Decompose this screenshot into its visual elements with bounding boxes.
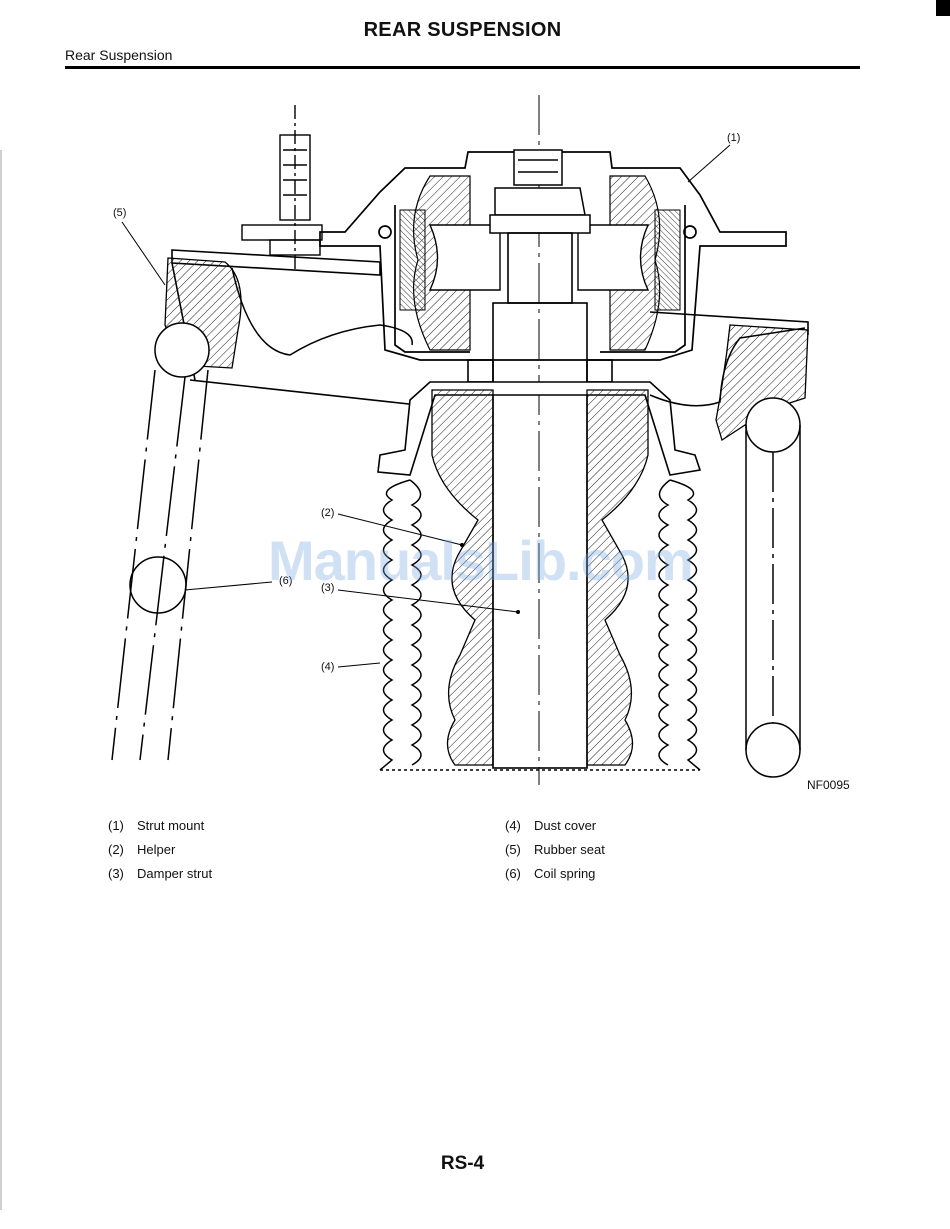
legend-number: (1)	[108, 818, 137, 842]
callout-5: (5)	[113, 207, 126, 219]
helper-right	[587, 390, 648, 765]
legend-item: (3) Damper strut	[108, 866, 212, 890]
helper-left	[432, 390, 493, 765]
legend-item: (4) Dust cover	[505, 818, 605, 842]
mount-plate-right	[655, 210, 680, 310]
mount-plate-left	[400, 210, 425, 310]
rear-suspension-diagram	[0, 0, 950, 800]
callout-3: (3)	[321, 582, 334, 594]
callout-1: (1)	[727, 132, 740, 144]
legend-item: (5) Rubber seat	[505, 842, 605, 866]
legend-right: (4) Dust cover (5) Rubber seat (6) Coil …	[505, 818, 605, 890]
legend-number: (4)	[505, 818, 534, 842]
legend-number: (3)	[108, 866, 137, 890]
helper-callout-dot	[460, 543, 464, 547]
legend-number: (2)	[108, 842, 137, 866]
legend-item: (6) Coil spring	[505, 866, 605, 890]
legend-left: (1) Strut mount (2) Helper (3) Damper st…	[108, 818, 212, 890]
legend-label: Dust cover	[534, 818, 596, 842]
callout-4: (4)	[321, 661, 334, 673]
legend-label: Helper	[137, 842, 175, 866]
top-nut	[490, 150, 590, 233]
legend-number: (5)	[505, 842, 534, 866]
coil-spring-right	[746, 398, 800, 777]
legend-label: Rubber seat	[534, 842, 605, 866]
coil-spring-left	[112, 323, 209, 760]
stud-bolt	[242, 105, 322, 270]
damper-callout-dot	[516, 610, 520, 614]
callout-2: (2)	[321, 507, 334, 519]
legend-item: (1) Strut mount	[108, 818, 212, 842]
legend-item: (2) Helper	[108, 842, 212, 866]
page-number: RS-4	[0, 1153, 925, 1175]
dust-cover	[380, 480, 700, 770]
legend-label: Damper strut	[137, 866, 212, 890]
legend-label: Coil spring	[534, 866, 595, 890]
callout-6: (6)	[279, 575, 292, 587]
figure-code: NF0095	[807, 778, 850, 792]
legend-number: (6)	[505, 866, 534, 890]
legend-label: Strut mount	[137, 818, 204, 842]
